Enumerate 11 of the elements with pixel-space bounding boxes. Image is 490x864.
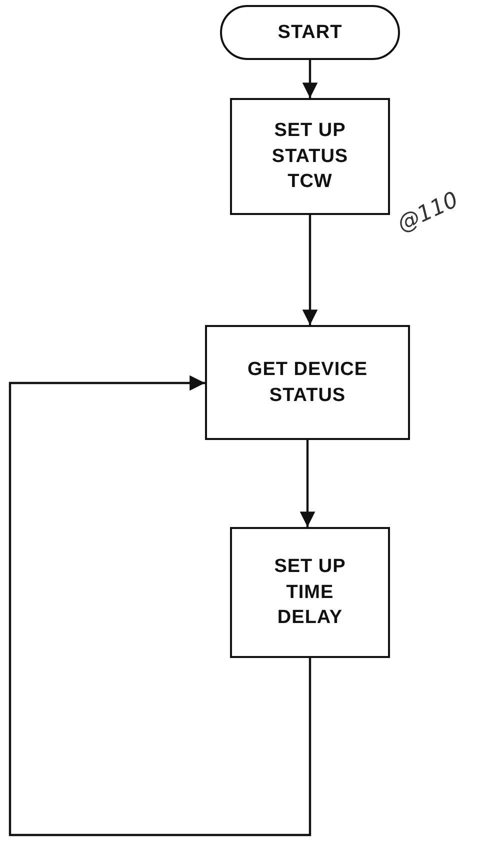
process-box [205, 325, 410, 440]
box-label: SET UP STATUS TCW [270, 119, 350, 194]
box-label: START [276, 20, 344, 45]
arrow [8, 375, 312, 836]
arrow [300, 440, 316, 527]
box-label: SET UP TIME DELAY [273, 555, 347, 630]
process-box [230, 527, 390, 658]
arrow [302, 60, 318, 98]
box-label: GET DEVICE STATUS [246, 358, 369, 408]
process-box [230, 98, 390, 215]
arrow [302, 215, 318, 325]
